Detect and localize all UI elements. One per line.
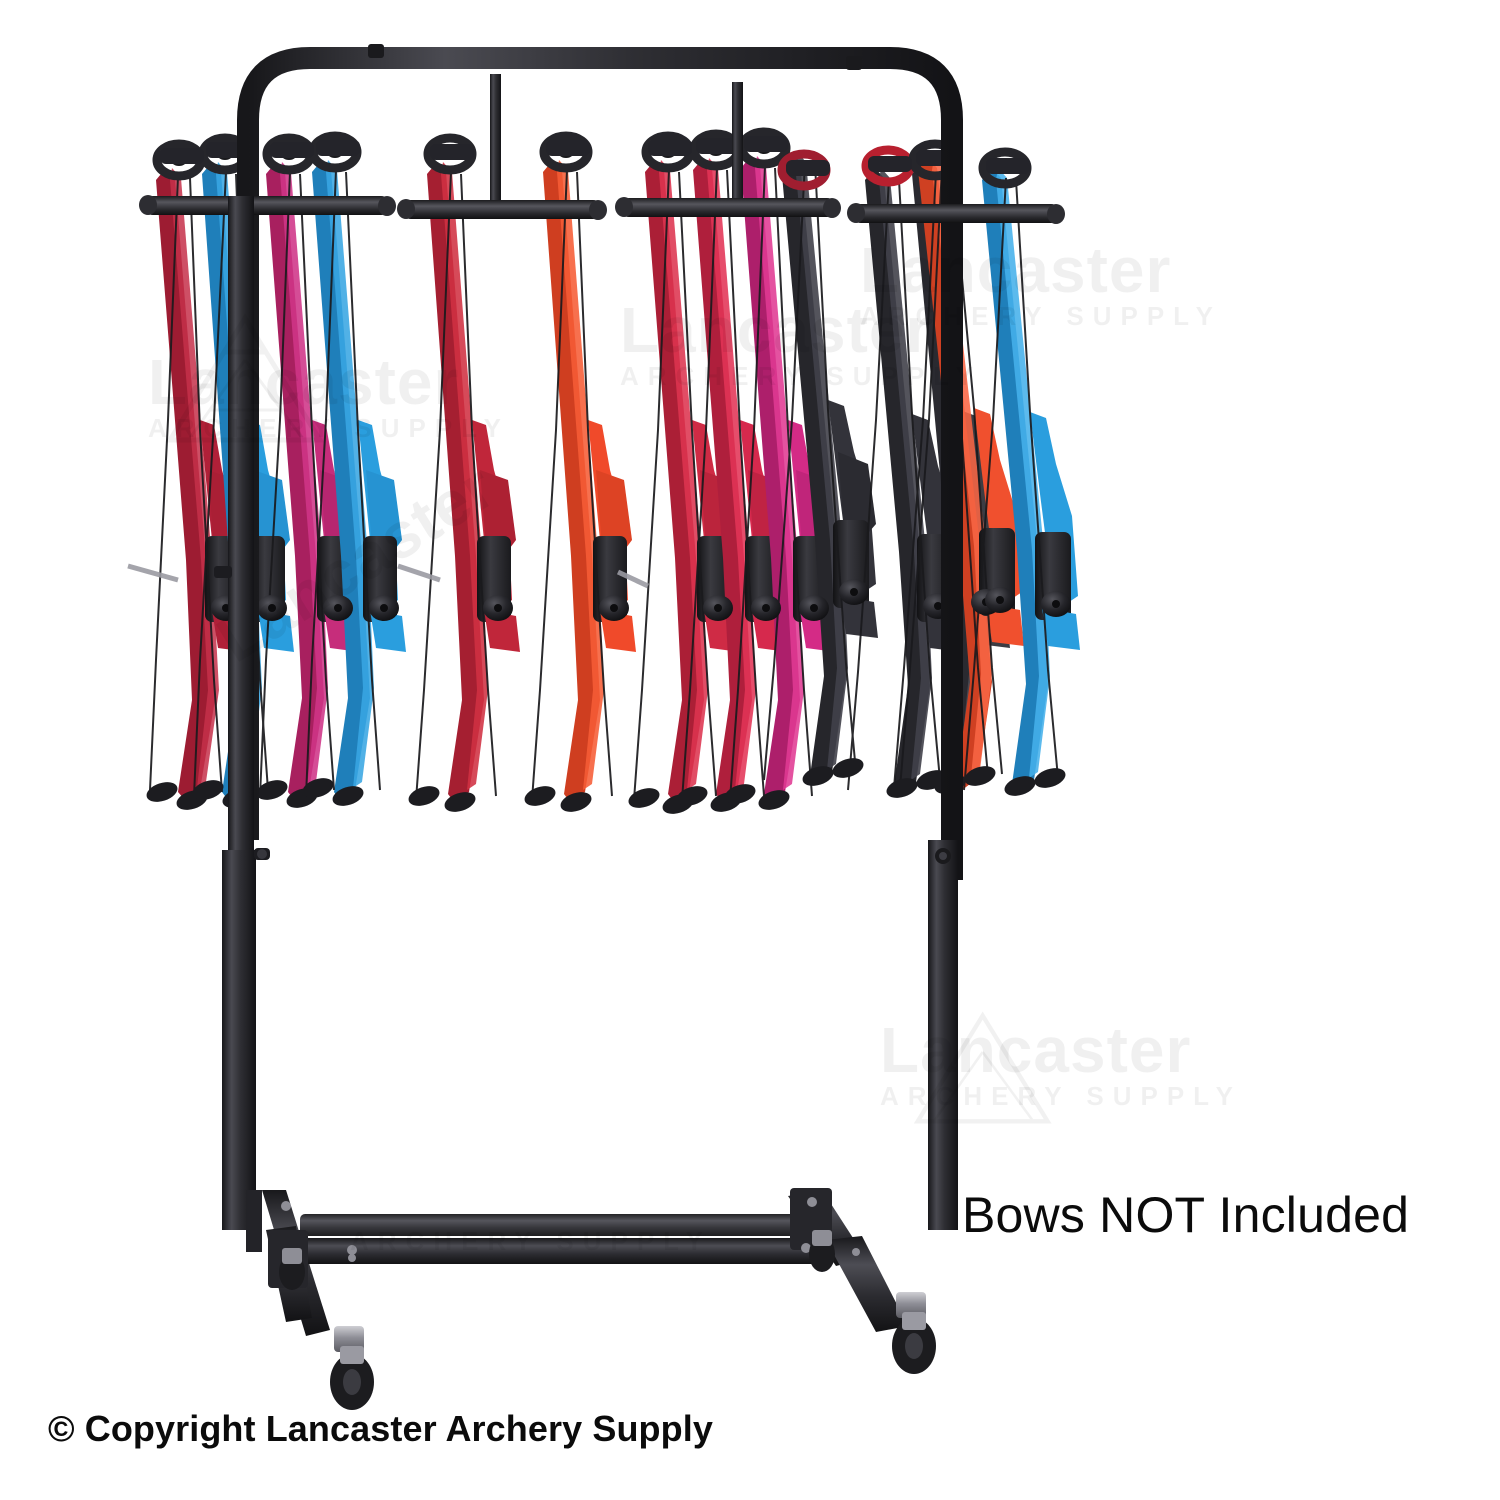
top-rail-bolts: [368, 44, 862, 70]
hanging-bar-3: [615, 197, 841, 218]
caster-front-right: [892, 1292, 936, 1374]
post-bracket: [214, 566, 232, 578]
bow-group-left: [156, 160, 406, 800]
bow-8: [693, 158, 788, 802]
right-post-lower: [928, 840, 958, 1230]
caster-rear-left: [279, 1248, 305, 1290]
bows-not-included-label: Bows NOT Included: [962, 1187, 1410, 1243]
height-adjust-pin: [254, 848, 270, 860]
base-crossbar-front: [268, 1238, 828, 1264]
base-foot-right-front: [826, 1236, 908, 1332]
bow-6: [543, 160, 636, 802]
caster-front-left: [330, 1326, 374, 1410]
bow-lower-cams: [146, 758, 1066, 814]
rack-base: [246, 1188, 936, 1410]
bow-3: [266, 162, 360, 800]
hanging-bar-1: [139, 195, 396, 216]
bow-accessories: [127, 563, 650, 589]
bows-layer: [127, 127, 1080, 814]
rack-frame: [139, 44, 1065, 1410]
center-post-lower: [222, 850, 256, 1230]
vertical-strut-left: [490, 74, 501, 214]
bow-strings: [149, 161, 1059, 801]
bow-cam-modules: [211, 579, 1071, 621]
center-post-upper: [228, 196, 254, 856]
hanging-bars: [139, 195, 1065, 224]
caster-rear-right: [809, 1230, 835, 1272]
copyright-notice: © Copyright Lancaster Archery Supply: [48, 1408, 713, 1449]
right-post-pin: [935, 848, 951, 864]
bow-7: [645, 160, 740, 802]
hanging-bar-2: [397, 199, 607, 220]
bow-5: [427, 162, 520, 802]
hanging-bar-4: [847, 203, 1065, 224]
bow-hangers: [160, 136, 1030, 176]
bow-group-center-left: [427, 160, 636, 802]
base-crossbar-rear: [300, 1214, 820, 1236]
vertical-strut-right: [732, 82, 743, 214]
